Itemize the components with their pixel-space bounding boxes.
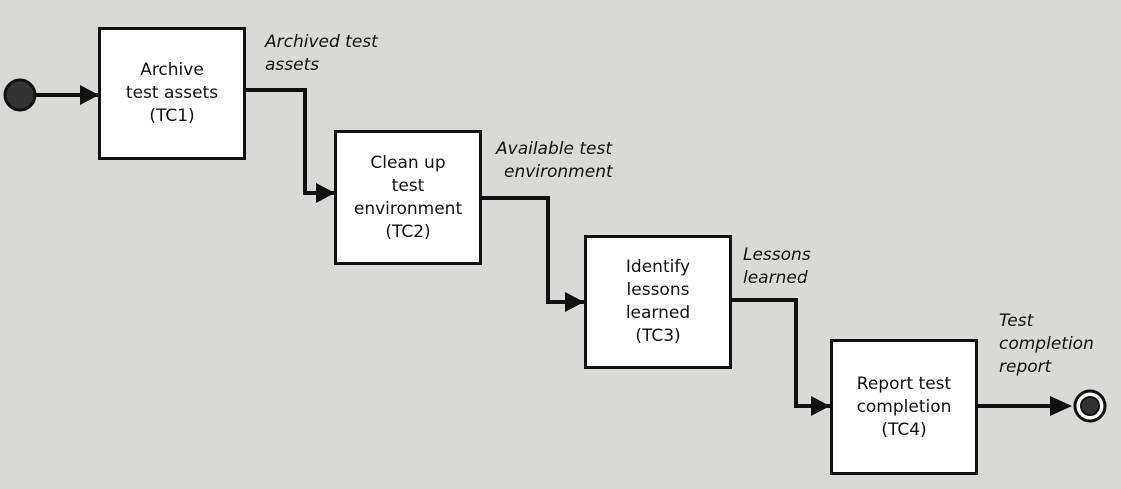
arrow-tc2-to-tc3 [565,292,584,312]
flow-tc1-to-tc2 [246,88,334,195]
activity-label-line: environment [353,198,463,219]
arrow-tc1-to-tc2 [316,183,335,203]
activity-label-line: Report test [856,373,952,394]
activity-box-tc3: Identify lessons learned (TC3) [584,235,732,369]
artifact-label-line: environment [504,162,613,182]
activity-box-tc2: Clean up test environment (TC2) [334,130,482,265]
activity-label-line: Identify [625,257,691,277]
artifact-label-available-test-environment: Available test environment [496,138,613,184]
artifact-label-line: assets [265,55,320,75]
activity-label-line: learned [625,303,691,323]
activity-label-line: (TC4) [881,419,927,440]
artifact-label-line: Test [999,311,1034,331]
activity-box-tc4: Report test completion (TC4) [830,339,978,475]
artifact-label-line: learned [743,268,808,288]
artifact-label-lessons-learned: Lessons learned [743,244,811,290]
activity-label-line: Clean up [370,152,446,173]
arrow-start-to-tc1 [80,85,99,105]
activity-box-tc1: Archive test assets (TC1) [98,27,246,160]
artifact-label-line: Lessons [743,245,811,265]
activity-label-line: Archive [140,60,204,80]
activity-label-line: lessons [626,280,690,300]
flow-tc2-to-tc3 [482,196,584,304]
end-node [1073,389,1107,423]
activity-label-line: (TC3) [635,326,681,346]
arrow-tc4-to-end [1050,396,1072,416]
start-node [3,78,37,112]
activity-label-line: completion [856,396,952,417]
artifact-label-line: Archived test [265,32,378,52]
activity-label-line: test assets [125,83,219,103]
artifact-label-line: report [999,357,1052,377]
activity-label-line: (TC1) [149,106,195,126]
artifact-label-line: completion [999,334,1094,354]
artifact-label-line: Available test [496,139,612,159]
activity-label-line: (TC2) [385,221,431,242]
activity-label-line: test [391,175,425,196]
flow-tc3-to-tc4 [732,298,830,408]
artifact-label-test-completion-report: Test completion report [999,310,1094,379]
arrow-tc3-to-tc4 [811,396,830,416]
artifact-label-archived-test-assets: Archived test assets [265,31,378,77]
